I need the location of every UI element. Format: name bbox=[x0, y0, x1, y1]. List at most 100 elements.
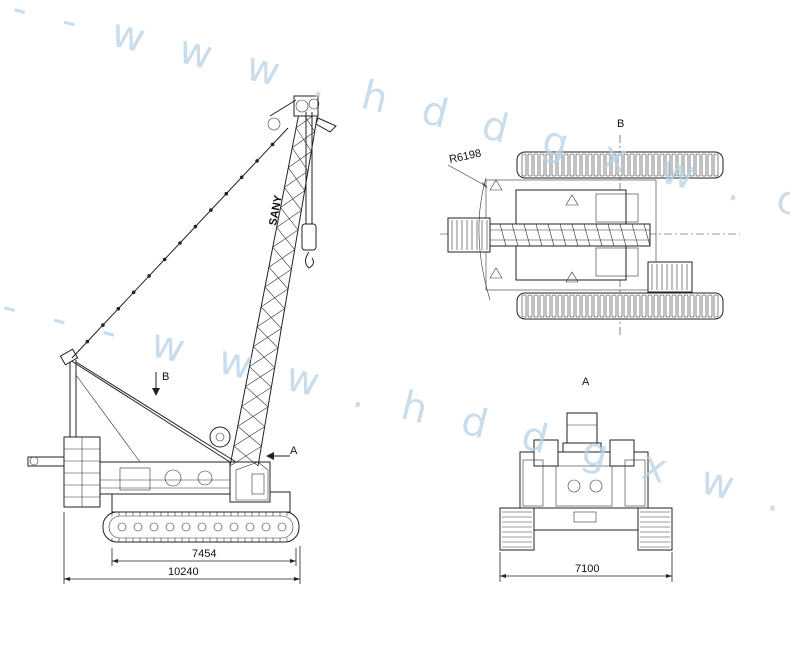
track-shoe bbox=[635, 153, 641, 177]
track-roller bbox=[245, 522, 255, 532]
pendant-link bbox=[193, 224, 198, 229]
track-shoe bbox=[659, 294, 665, 318]
crawler-track-top-upper bbox=[516, 151, 724, 179]
track-roller bbox=[261, 522, 271, 532]
track-shoe bbox=[557, 153, 563, 177]
track-shoe bbox=[587, 294, 593, 318]
track-roller bbox=[181, 522, 191, 532]
rear-view-label: A bbox=[582, 376, 590, 388]
pendant-link bbox=[101, 323, 105, 327]
track-roller bbox=[133, 522, 143, 532]
cab-top bbox=[647, 261, 693, 293]
track-shoe bbox=[551, 294, 557, 318]
track-shoe bbox=[593, 294, 599, 318]
boom-rung bbox=[535, 223, 543, 247]
track-shoe bbox=[677, 294, 683, 318]
svg-text:A: A bbox=[290, 445, 298, 457]
track-shoe bbox=[665, 294, 671, 318]
boom-brand: SANY bbox=[267, 194, 285, 227]
track-shoe bbox=[647, 153, 653, 177]
track-roller bbox=[277, 522, 287, 532]
track-shoe bbox=[521, 153, 527, 177]
pendant-link bbox=[239, 175, 244, 180]
track-shoe bbox=[545, 294, 551, 318]
pendant-link bbox=[270, 142, 275, 147]
track-shoe bbox=[623, 294, 629, 318]
track-shoe bbox=[539, 294, 545, 318]
boom-rung bbox=[571, 223, 579, 247]
track-shoe bbox=[683, 294, 689, 318]
svg-text:B: B bbox=[162, 371, 169, 383]
track-shoe bbox=[635, 294, 641, 318]
pendant-link bbox=[178, 241, 182, 245]
track-roller bbox=[149, 522, 159, 532]
track-shoe bbox=[545, 153, 551, 177]
track-shoe bbox=[599, 294, 605, 318]
track-roller bbox=[213, 522, 223, 532]
boom-rung bbox=[499, 223, 507, 247]
track-shoe bbox=[671, 294, 677, 318]
track-shoe bbox=[605, 153, 611, 177]
boom-lacing bbox=[257, 326, 279, 349]
pendant-link bbox=[116, 306, 121, 311]
boom-lacing bbox=[260, 306, 282, 329]
boom-rung bbox=[619, 223, 627, 247]
boom-rung bbox=[643, 223, 651, 247]
track-shoe bbox=[641, 153, 647, 177]
track-shoe bbox=[665, 153, 671, 177]
top-view: B R6198 bbox=[440, 118, 740, 338]
track-shoe bbox=[599, 153, 605, 177]
track-shoe bbox=[527, 294, 533, 318]
track-shoe bbox=[521, 294, 527, 318]
track-shoe bbox=[551, 153, 557, 177]
boom-rung bbox=[511, 223, 519, 247]
watermark-upper: - - w w w . h d d g x w . c o m - - - bbox=[8, 0, 790, 299]
track-shoe bbox=[641, 294, 647, 318]
boom-rung bbox=[631, 223, 639, 247]
track-shoe bbox=[713, 153, 719, 177]
track-shoe bbox=[575, 153, 581, 177]
track-shoe bbox=[593, 153, 599, 177]
rear-view: A 7100 bbox=[499, 376, 673, 582]
track-shoe bbox=[695, 153, 701, 177]
track-shoe bbox=[539, 153, 545, 177]
swing-radius-arc bbox=[478, 177, 491, 301]
track-shoe bbox=[695, 294, 701, 318]
track-shoe bbox=[587, 153, 593, 177]
track-shoe bbox=[659, 153, 665, 177]
lattice-boom: SANY bbox=[229, 107, 319, 467]
track-roller bbox=[165, 522, 175, 532]
side-view: SANY B A bbox=[27, 95, 337, 584]
side-dimensions: 7454 10240 bbox=[63, 512, 301, 584]
view-arrow-a-side: A bbox=[266, 445, 298, 460]
track-shoe bbox=[647, 294, 653, 318]
track-shoe bbox=[671, 153, 677, 177]
swing-radius: R6198 bbox=[448, 147, 482, 165]
boom-lacing bbox=[284, 187, 302, 211]
pendant-link bbox=[147, 274, 151, 278]
gantry-mast bbox=[59, 348, 237, 463]
boom-lacing bbox=[249, 366, 272, 388]
boom-lacing bbox=[280, 207, 299, 231]
crawler-track-side bbox=[102, 511, 300, 543]
boom-lacing bbox=[241, 406, 265, 427]
boom-lacing bbox=[237, 425, 262, 447]
track-shoe bbox=[707, 153, 713, 177]
boom-lacing bbox=[253, 346, 275, 368]
track-shoe bbox=[623, 153, 629, 177]
track-shoe bbox=[617, 153, 623, 177]
track-shoe bbox=[569, 294, 575, 318]
crawler-track-top-lower bbox=[516, 292, 724, 320]
pendant-link bbox=[209, 208, 213, 212]
boom-lacing bbox=[276, 227, 295, 250]
track-shoe bbox=[533, 153, 539, 177]
boom-lacing bbox=[233, 445, 259, 467]
rear-track-left bbox=[499, 507, 535, 551]
track-shoe bbox=[689, 294, 695, 318]
boom-rung bbox=[547, 223, 555, 247]
watermark-lower: - - - w w w . h d d g x w . c o m - - - bbox=[0, 283, 790, 609]
boom-top bbox=[489, 223, 651, 247]
track-shoe bbox=[629, 153, 635, 177]
